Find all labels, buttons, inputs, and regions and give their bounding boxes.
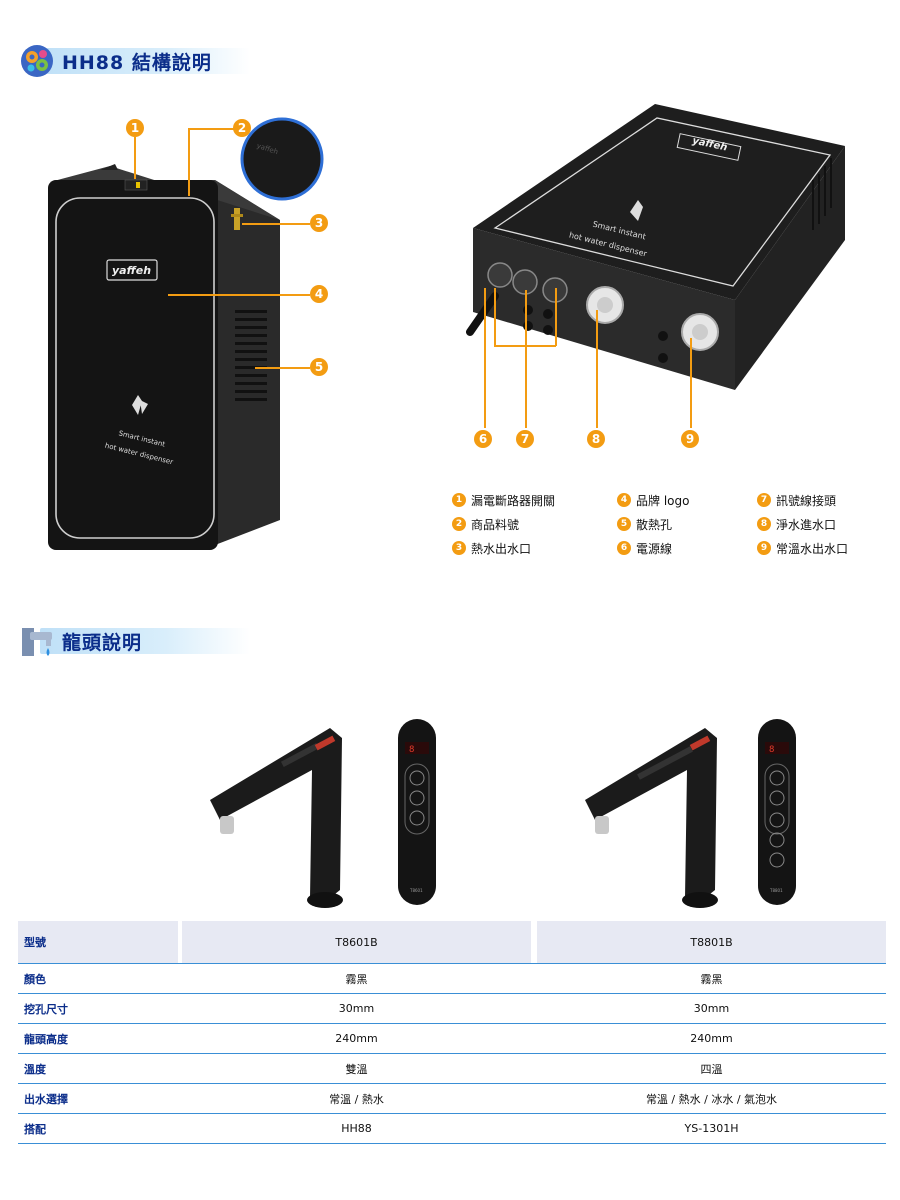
legend-label: 散熱孔: [636, 517, 673, 532]
spec-value: 四溫: [700, 1062, 723, 1076]
legend-num: 4: [617, 493, 631, 507]
leader-6: [484, 288, 486, 428]
legend-num: 6: [617, 541, 631, 555]
faucet-t8601b-image: [210, 728, 343, 908]
section-header-bar: [40, 48, 250, 74]
spec-value: 240mm: [690, 1032, 733, 1045]
svg-text:8: 8: [769, 745, 774, 755]
spec-label: 出水選擇: [24, 1092, 68, 1106]
callout-1: 1: [126, 119, 144, 137]
spec-label: 溫度: [24, 1062, 46, 1076]
spec-row: 顏色 霧黑 霧黑: [18, 964, 886, 994]
leader-5: [255, 367, 310, 369]
leader-2v: [188, 128, 190, 196]
section-header-structure: HH88 結構說明: [20, 42, 250, 80]
leader-3: [242, 223, 310, 225]
section-header-faucet: 龍頭說明: [20, 622, 250, 660]
spec-value: 常溫 / 熱水 / 冰水 / 氣泡水: [645, 1092, 778, 1106]
legend-label: 訊號線接頭: [776, 493, 837, 508]
legend-item: 4 品牌 logo: [617, 491, 757, 509]
remote-1-label: T8601: [410, 888, 423, 893]
gears-icon: [21, 45, 53, 77]
callout-5: 5: [310, 358, 328, 376]
section-title: 龍頭說明: [62, 631, 143, 654]
spec-label: 型號: [18, 921, 178, 963]
legend-num: 9: [757, 541, 771, 555]
spec-row: 出水選擇 常溫 / 熱水 常溫 / 熱水 / 冰水 / 氣泡水: [18, 1084, 886, 1114]
legend-num: 1: [452, 493, 466, 507]
product-code-magnifier: yaffeh: [240, 117, 324, 201]
remote-t8601-image: 8: [398, 719, 436, 905]
spec-table: 型號 T8601B T8801B 顏色 霧黑 霧黑 挖孔尺寸 30mm 30mm…: [18, 921, 886, 1144]
leader-7c: [555, 288, 557, 346]
spec-row: 龍頭高度 240mm 240mm: [18, 1024, 886, 1054]
callout-4: 4: [310, 285, 328, 303]
legend-label: 漏電斷路器開關: [471, 493, 556, 508]
legend-label: 熱水出水口: [471, 541, 532, 556]
spec-label: 龍頭高度: [24, 1032, 68, 1046]
legend-item: 2 商品料號: [452, 515, 617, 533]
callout-2: 2: [233, 119, 251, 137]
legend-item: 6 電源線: [617, 539, 757, 557]
leader-2h: [188, 128, 234, 130]
legend-num: 5: [617, 517, 631, 531]
leader-7a: [494, 288, 496, 346]
callout-6: 6: [474, 430, 492, 448]
svg-text:8: 8: [409, 745, 414, 755]
legend-item: 5 散熱孔: [617, 515, 757, 533]
legend-num: 8: [757, 517, 771, 531]
legend-item: 3 熱水出水口: [452, 539, 617, 557]
spec-row: 溫度 雙溫 四溫: [18, 1054, 886, 1084]
legend-num: 2: [452, 517, 466, 531]
callout-8: 8: [587, 430, 605, 448]
callout-3: 3: [310, 214, 328, 232]
callout-7: 7: [516, 430, 534, 448]
spec-value: 30mm: [338, 1002, 375, 1015]
legend-item: 9 常溫水出水口: [757, 539, 877, 557]
spec-value: 240mm: [335, 1032, 378, 1045]
leader-4: [168, 294, 310, 296]
legend-label: 電源線: [636, 541, 673, 556]
spec-value: 霧黑: [345, 972, 368, 986]
remote-t8801-image: 8: [758, 719, 796, 905]
spec-value: 常溫 / 熱水: [329, 1092, 384, 1106]
device-back-image: [466, 104, 845, 390]
leader-1: [134, 137, 136, 179]
spec-value: HH88: [341, 1122, 372, 1135]
spec-row: 搭配 HH88 YS-1301H: [18, 1114, 886, 1144]
spec-value: 30mm: [693, 1002, 730, 1015]
leader-8: [596, 310, 598, 428]
spec-header-row: 型號 T8601B T8801B: [18, 921, 886, 964]
legend-label: 淨水進水口: [776, 517, 837, 532]
spec-label: 搭配: [24, 1122, 46, 1136]
spec-model-2: T8801B: [537, 921, 886, 963]
spec-value: 雙溫: [345, 1062, 368, 1076]
legend-num: 3: [452, 541, 466, 555]
leader-7d: [525, 290, 527, 428]
spec-row: 挖孔尺寸 30mm 30mm: [18, 994, 886, 1024]
remote-2-label: T8801: [770, 888, 783, 893]
spec-label: 顏色: [24, 972, 46, 986]
section-header-bar: [40, 628, 250, 654]
legend-label: 商品料號: [471, 517, 520, 532]
spec-model-1: T8601B: [182, 921, 531, 963]
device-front-image: [48, 164, 280, 550]
legend-item: 7 訊號線接頭: [757, 491, 877, 509]
structure-legend: 1 漏電斷路器開關 4 品牌 logo 7 訊號線接頭 2 商品料號 5 散熱孔 8 淨水進…: [452, 491, 872, 557]
legend-label: 常溫水出水口: [776, 541, 849, 556]
spec-label: 挖孔尺寸: [24, 1002, 68, 1016]
section-title: HH88 結構說明: [62, 51, 212, 74]
legend-item: 1 漏電斷路器開關: [452, 491, 617, 509]
leader-9: [690, 338, 692, 428]
device-front-brand: yaffeh: [112, 264, 152, 277]
legend-item: 8 淨水進水口: [757, 515, 877, 533]
legend-num: 7: [757, 493, 771, 507]
spec-value: YS-1301H: [684, 1122, 739, 1135]
legend-label: 品牌 logo: [636, 493, 690, 508]
callout-9: 9: [681, 430, 699, 448]
faucet-icon: [22, 628, 52, 656]
spec-value: 霧黑: [700, 972, 723, 986]
faucet-t8801b-image: [585, 728, 718, 908]
